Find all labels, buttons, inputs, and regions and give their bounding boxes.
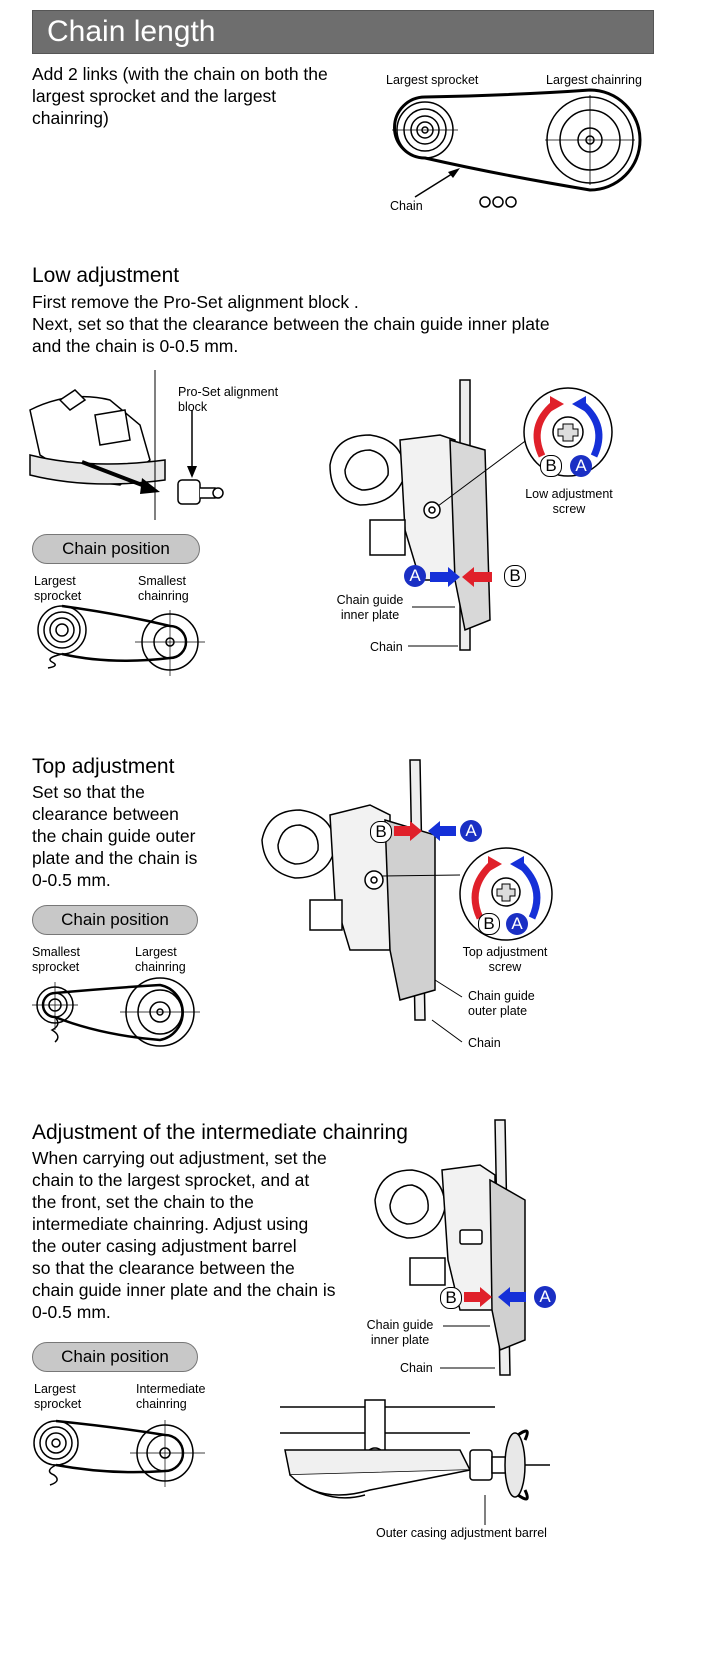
text-line: the outer casing adjustment barrel (32, 1236, 297, 1256)
text-line: First remove the Pro-Set alignment block… (32, 292, 359, 312)
text-line: Largest (34, 1382, 76, 1396)
text-line: When carrying out adjustment, set the (32, 1148, 327, 1168)
label-largest-sprocket: Largest sprocket (386, 73, 479, 87)
text-line: inner plate (370, 1333, 430, 1347)
top-pos-right: Largest chainring (135, 945, 186, 975)
top-heading: Top adjustment (32, 755, 175, 778)
low-screw-closeup (523, 387, 613, 477)
text-line: Smallest (138, 574, 186, 588)
intermediate-leader-lines (440, 1325, 495, 1369)
badge-b: B (440, 1287, 462, 1309)
low-chain-label: Chain (370, 640, 403, 654)
text-line: Next, set so that the clearance between … (32, 314, 550, 334)
text-line: Chain guide (366, 1318, 434, 1332)
text-line: largest sprocket and the largest (32, 86, 277, 106)
low-heading: Low adjustment (32, 264, 180, 287)
badge-b: B (370, 821, 392, 843)
top-guide-label: Chain guide outer plate (468, 989, 535, 1019)
intermediate-pos-left: Largest sprocket (34, 1382, 81, 1412)
intermediate-pos-right: Intermediate chainring (136, 1382, 205, 1412)
top-pos-left: Smallest sprocket (32, 945, 80, 975)
text-line: chainring (135, 960, 186, 974)
text-line: Largest (135, 945, 177, 959)
intermediate-chain-label: Chain (400, 1361, 433, 1375)
low-screw-label: Low adjustment screw (514, 487, 624, 517)
badge-a: A (404, 565, 426, 587)
low-chain-position-pill: Chain position (32, 534, 200, 564)
text-line: Set so that the (32, 782, 145, 802)
text-line: 0-0.5 mm. (32, 1302, 111, 1322)
low-pos-left: Largest sprocket (34, 574, 81, 604)
low-pos-right: Smallest chainring (138, 574, 189, 604)
text-line: the chain guide outer (32, 826, 196, 846)
label-largest-chainring: Largest chainring (546, 73, 642, 87)
intermediate-heading: Adjustment of the intermediate chainring (32, 1121, 408, 1144)
low-chain-position-diagram (37, 604, 205, 676)
low-text: First remove the Pro-Set alignment block… (32, 291, 692, 357)
low-leader-lines (408, 606, 458, 647)
text-line: Smallest (32, 945, 80, 959)
intermediate-guide-label: Chain guide inner plate (360, 1318, 440, 1348)
intermediate-text: When carrying out adjustment, set the ch… (32, 1147, 382, 1323)
text-line: Pro-Set alignment (178, 385, 279, 399)
text-line: block (178, 400, 208, 414)
intermediate-chain-position-pill: Chain position (32, 1342, 198, 1372)
badge-a: A (534, 1286, 556, 1308)
top-leader-lines (431, 979, 463, 1043)
top-screw-label: Top adjustment screw (450, 945, 560, 975)
text-line: Add 2 links (with the chain on both the (32, 64, 328, 84)
low-derailleur-illustration (329, 379, 541, 651)
intermediate-derailleur-illustration (374, 1119, 526, 1376)
text-line: Largest (34, 574, 76, 588)
text-line: 0-0.5 mm. (32, 870, 111, 890)
text-line: chainring) (32, 108, 109, 128)
intermediate-chain-position-diagram (33, 1419, 205, 1487)
text-line: the front, set the chain to the (32, 1192, 254, 1212)
text-line: inner plate (340, 608, 400, 622)
text-line: outer plate (468, 1004, 528, 1018)
top-chain-position-pill: Chain position (32, 905, 198, 935)
badge-b: B (504, 565, 526, 587)
badge-a: A (570, 455, 592, 477)
badge-b: B (478, 913, 500, 935)
chain-length-diagram (392, 88, 642, 208)
text-line: Chain guide (336, 593, 404, 607)
text-line: screw (488, 960, 522, 974)
text-line: chain to the largest sprocket, and at (32, 1170, 310, 1190)
top-chain-label: Chain (468, 1036, 501, 1050)
text-line: chainring (136, 1397, 187, 1411)
text-line: intermediate chainring. Adjust using (32, 1214, 309, 1234)
barrel-label: Outer casing adjustment barrel (376, 1526, 547, 1540)
label-chain: Chain (390, 199, 423, 213)
text-line: Chain guide (468, 989, 535, 1003)
text-line: Low adjustment (525, 487, 613, 501)
text-line: sprocket (32, 960, 80, 974)
proset-label: Pro-Set alignment block (178, 385, 278, 415)
text-line: Intermediate (136, 1382, 206, 1396)
badge-a: A (506, 913, 528, 935)
text-line: chain guide inner plate and the chain is (32, 1280, 336, 1300)
barrel-adjuster-illustration (280, 1399, 550, 1525)
text-line: sprocket (34, 589, 82, 603)
low-guide-label: Chain guide inner plate (330, 593, 410, 623)
clearance-arrows (464, 1287, 526, 1307)
text-line: and the chain is 0-0.5 mm. (32, 336, 239, 356)
text-line: screw (552, 502, 586, 516)
clearance-arrows (430, 567, 492, 587)
page-title: Chain length (47, 15, 216, 48)
badge-b: B (540, 455, 562, 477)
text-line: so that the clearance between the (32, 1258, 295, 1278)
proset-block-illustration (29, 370, 224, 520)
text-line: plate and the chain is (32, 848, 198, 868)
top-chain-position-diagram (32, 977, 200, 1047)
top-text: Set so that the clearance between the ch… (32, 781, 262, 891)
badge-a: A (460, 820, 482, 842)
text-line: Top adjustment (462, 945, 548, 959)
text-line: sprocket (34, 1397, 82, 1411)
chain-length-text: Add 2 links (with the chain on both the … (32, 63, 392, 129)
text-line: clearance between (32, 804, 179, 824)
title-bar: Chain length (32, 10, 654, 54)
text-line: chainring (138, 589, 189, 603)
clearance-arrows (394, 821, 456, 841)
